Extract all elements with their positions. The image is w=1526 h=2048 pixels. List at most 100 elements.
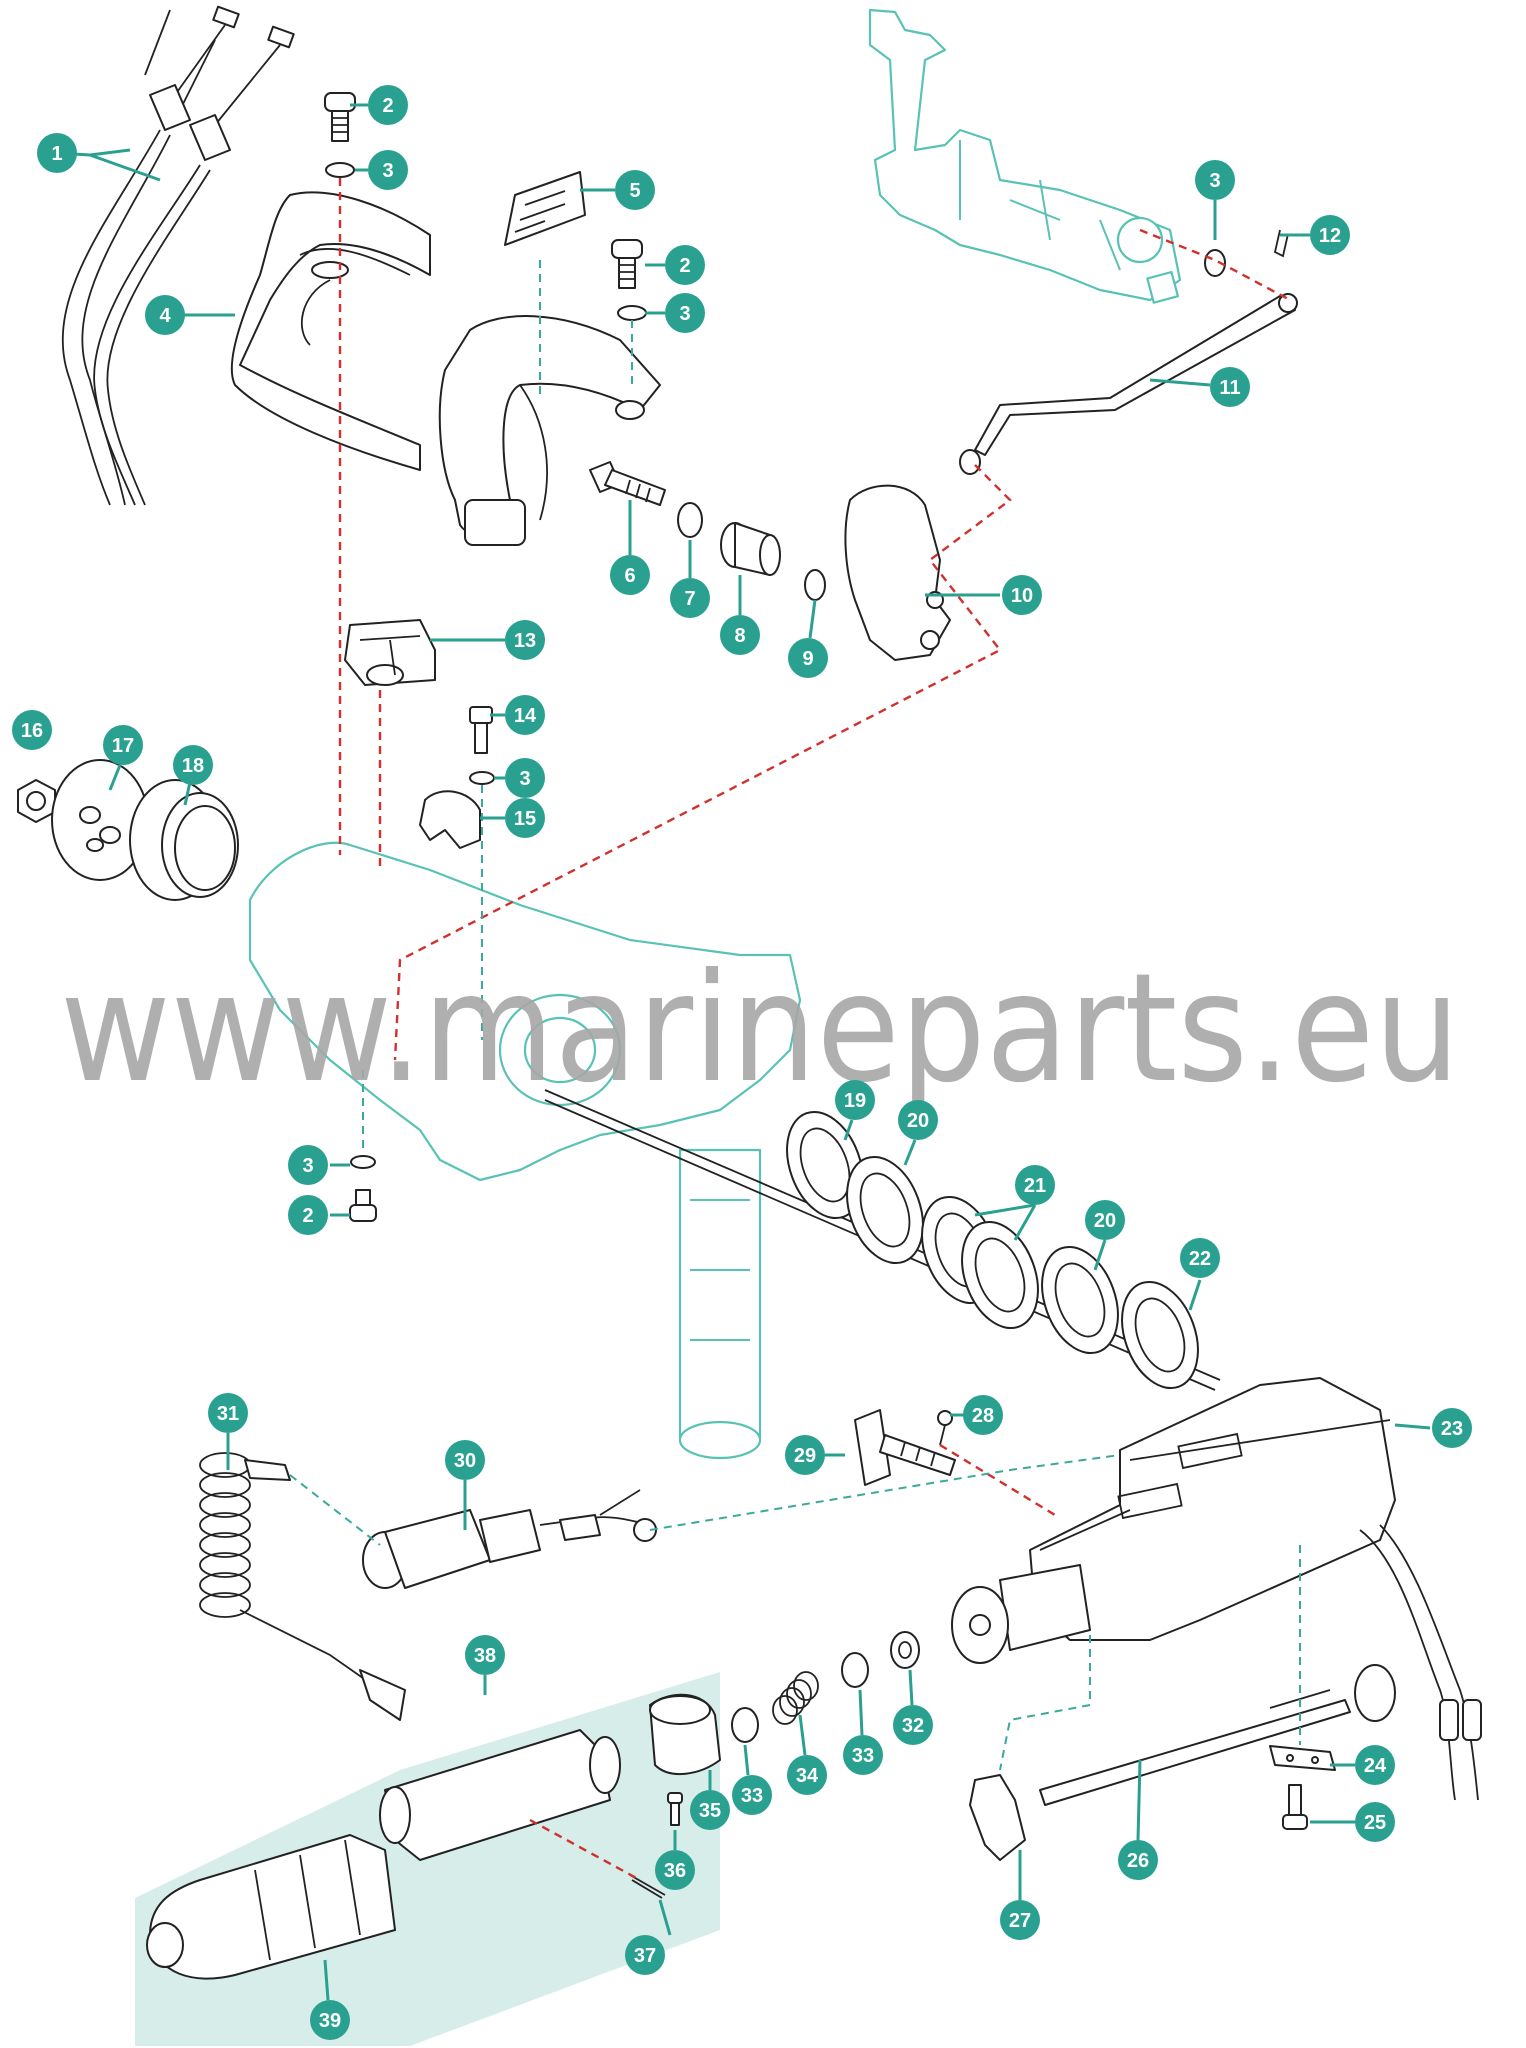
callout-33: 33 [732, 1775, 772, 1815]
part-disc-17 [51, 759, 149, 881]
callout-28: 28 [963, 1395, 1003, 1435]
svg-text:21: 21 [1024, 1175, 1046, 1197]
part-bolt-14 [469, 706, 493, 754]
svg-text:3: 3 [382, 160, 393, 182]
callout-26: 26 [1118, 1840, 1158, 1880]
part-grip-assembly-38 [146, 1729, 621, 1980]
svg-text:3: 3 [302, 1155, 313, 1177]
callout-3: 3 [288, 1145, 328, 1185]
guide-lines [289, 178, 1301, 1882]
svg-text:11: 11 [1219, 377, 1240, 399]
svg-text:39: 39 [319, 2010, 341, 2032]
callout-2: 2 [368, 85, 408, 125]
svg-text:6: 6 [624, 565, 635, 587]
callout-3: 3 [665, 293, 705, 333]
callout-12: 12 [1310, 215, 1350, 255]
part-cotter-pin-12 [1273, 229, 1289, 258]
svg-text:38: 38 [474, 1645, 496, 1667]
callout-16: 16 [12, 710, 52, 750]
svg-text:36: 36 [664, 1860, 686, 1882]
part-washer-3c [1204, 249, 1226, 277]
svg-text:20: 20 [907, 1110, 929, 1132]
callout-29: 29 [785, 1435, 825, 1475]
callout-6: 6 [610, 555, 650, 595]
callout-20: 20 [898, 1100, 938, 1140]
svg-text:8: 8 [734, 625, 745, 647]
part-bushing-32 [890, 1631, 920, 1669]
part-throttle-housing-23 [1029, 1377, 1396, 1641]
svg-text:5: 5 [629, 180, 640, 202]
part-screw-2c [349, 1189, 377, 1222]
callout-2: 2 [665, 245, 705, 285]
callout-32: 32 [893, 1705, 933, 1745]
callout-13: 13 [505, 620, 545, 660]
svg-text:35: 35 [699, 1800, 721, 1822]
callout-8: 8 [720, 615, 760, 655]
svg-text:34: 34 [796, 1765, 819, 1787]
svg-text:7: 7 [684, 588, 695, 610]
callout-38: 38 [465, 1635, 505, 1675]
part-spring-34 [772, 1671, 819, 1725]
part-housing-nose [951, 1564, 1091, 1664]
callout-2: 2 [288, 1195, 328, 1235]
part-washer-3e [350, 1155, 376, 1169]
svg-text:23: 23 [1441, 1418, 1463, 1440]
svg-text:25: 25 [1364, 1812, 1386, 1834]
part-screw-37 [629, 1874, 666, 1899]
part-screw-36 [667, 1792, 683, 1826]
callout-3: 3 [1195, 160, 1235, 200]
part-washer-3a [325, 162, 355, 178]
part-bracket-15 [419, 790, 481, 849]
callout-25: 25 [1355, 1802, 1395, 1842]
callout-36: 36 [655, 1850, 695, 1890]
part-bracket-27 [969, 1774, 1026, 1861]
callout-24: 24 [1355, 1745, 1395, 1785]
part-bushing-8 [720, 522, 781, 576]
svg-text:29: 29 [794, 1445, 816, 1467]
part-rod-26 [1039, 1664, 1396, 1806]
callout-30: 30 [445, 1440, 485, 1480]
svg-text:26: 26 [1127, 1850, 1149, 1872]
svg-text:18: 18 [182, 755, 204, 777]
part-cables-1 [61, 5, 295, 506]
part-screw-25 [1282, 1784, 1308, 1830]
svg-text:2: 2 [679, 255, 690, 277]
part-handle-cover [438, 315, 661, 546]
callout-39: 39 [310, 2000, 350, 2040]
svg-text:2: 2 [382, 95, 393, 117]
svg-text:31: 31 [217, 1403, 239, 1425]
svg-text:30: 30 [454, 1450, 476, 1472]
svg-text:33: 33 [852, 1745, 874, 1767]
svg-text:14: 14 [514, 705, 537, 727]
callout-5: 5 [615, 170, 655, 210]
svg-text:22: 22 [1189, 1248, 1211, 1270]
part-washer-3d [469, 771, 495, 785]
svg-text:33: 33 [741, 1785, 763, 1807]
callout-7: 7 [670, 578, 710, 618]
svg-text:1: 1 [51, 143, 62, 165]
callout-27: 27 [1000, 1900, 1040, 1940]
part-washer-33b [841, 1652, 869, 1688]
part-lockwasher-9 [804, 569, 826, 601]
grip-assembly-panel [135, 1672, 720, 2046]
part-pin-28 [937, 1410, 953, 1446]
callout-1: 1 [37, 133, 77, 173]
callout-3: 3 [368, 150, 408, 190]
svg-text:3: 3 [1209, 170, 1220, 192]
callout-20: 20 [1085, 1200, 1125, 1240]
svg-text:17: 17 [112, 735, 134, 757]
part-washer-3b [617, 305, 647, 321]
part-washer-7 [677, 502, 703, 538]
callout-9: 9 [788, 638, 828, 678]
part-bolt-6 [589, 461, 666, 506]
svg-text:28: 28 [972, 1405, 994, 1427]
part-plate-24 [1269, 1745, 1336, 1771]
svg-text:3: 3 [679, 303, 690, 325]
part-housing-cables [1359, 1524, 1482, 1801]
part-coil-cord-31 [199, 1452, 406, 1721]
part-screw-2a [324, 92, 356, 142]
callout-35: 35 [690, 1790, 730, 1830]
callout-17: 17 [103, 725, 143, 765]
svg-text:16: 16 [21, 720, 43, 742]
watermark: www.marineparts.eu [60, 942, 1460, 1116]
